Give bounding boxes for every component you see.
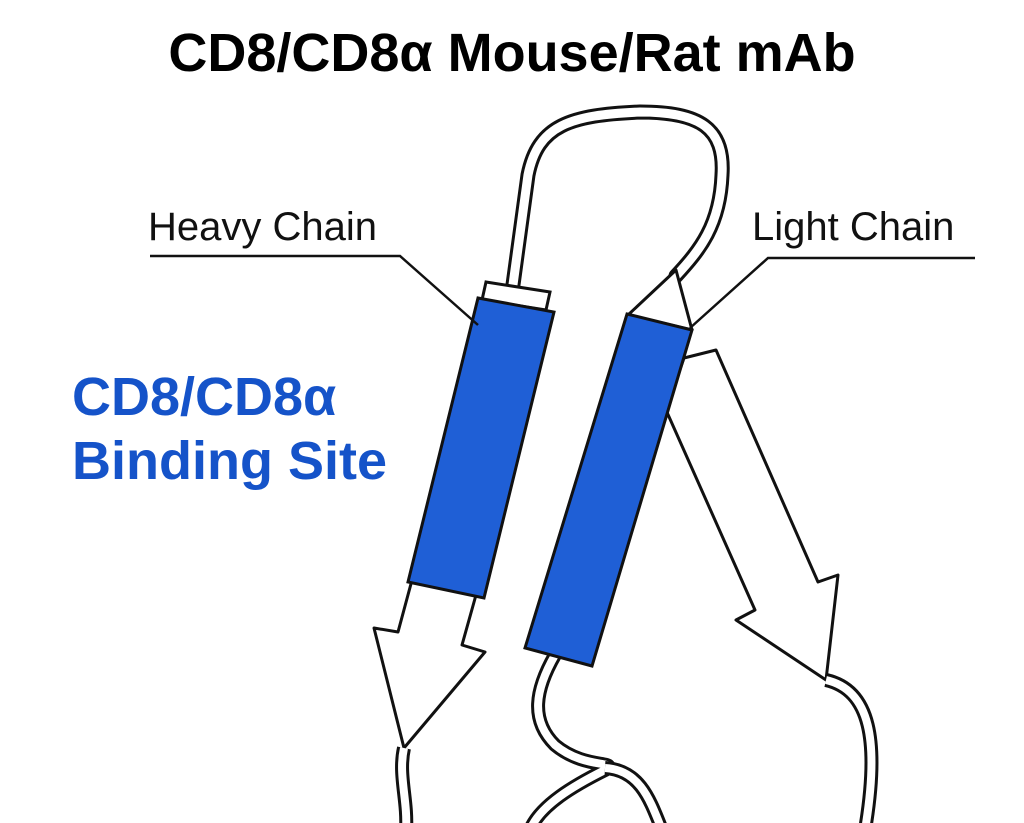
heavy-strand-arrow [372,578,487,750]
right-tail-inner [824,676,876,823]
bottom-loop-inner [529,653,613,823]
diagram-title: CD8/CD8α Mouse/Rat mAb [168,23,856,83]
light-chain-strand [523,312,694,668]
right-tail-outer [824,673,879,823]
bottom-loop-right-inner [604,764,664,823]
light-chain-leader-line [689,256,975,329]
binding-site-line1: CD8/CD8α [72,367,337,427]
heavy-chain-strand [406,296,556,600]
light-chain-label: Light Chain [752,205,955,249]
heavy-chain-label: Heavy Chain [148,205,378,249]
heavy-chain-leader-line [150,254,479,326]
binding-site-line2: Binding Site [72,431,387,491]
top-loop-inner [507,107,727,297]
right-strand-arrow [664,348,840,682]
heavy-tail-inner [398,747,411,823]
binding-site-label: CD8/CD8α Binding Site [72,365,387,493]
